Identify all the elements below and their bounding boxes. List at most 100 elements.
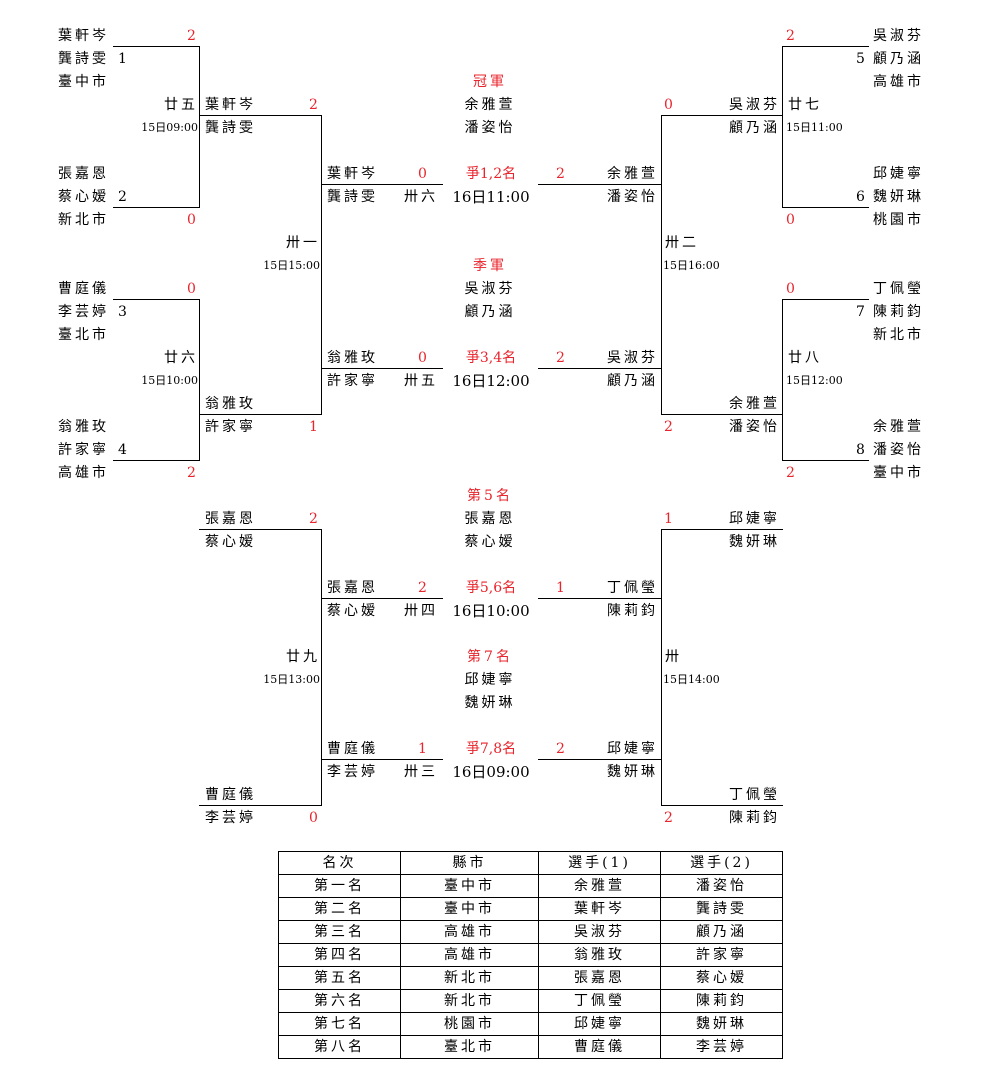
score: 1 bbox=[309, 419, 318, 435]
seed-number: 6 bbox=[856, 189, 865, 205]
player-name: 蔡心嫒 bbox=[205, 534, 256, 550]
match-number: 廿七 bbox=[788, 97, 822, 113]
match-number: 卅三 bbox=[404, 764, 438, 780]
score: 1 bbox=[664, 511, 673, 527]
score: 0 bbox=[664, 97, 673, 113]
header-rank: 名次 bbox=[278, 851, 401, 875]
player-name: 潘姿怡 bbox=[464, 120, 516, 136]
player-name: 曹庭儀 bbox=[327, 741, 378, 757]
city-cell: 桃園市 bbox=[400, 1012, 539, 1036]
player-cell: 蔡心嫒 bbox=[660, 966, 783, 990]
bracket-line bbox=[538, 759, 661, 760]
player-name: 許家寧 bbox=[327, 373, 378, 389]
score: 0 bbox=[187, 281, 196, 297]
bracket-line bbox=[321, 115, 322, 414]
table-row: 第六名新北市丁佩瑩陳莉鈞 bbox=[278, 989, 783, 1013]
player-name: 魏妍琳 bbox=[607, 764, 658, 780]
bracket-line bbox=[321, 598, 443, 599]
city-name: 桃園市 bbox=[873, 212, 924, 228]
bracket-line bbox=[321, 184, 443, 185]
player-name: 潘姿怡 bbox=[873, 442, 924, 458]
bracket-line bbox=[113, 207, 200, 208]
seed-number: 4 bbox=[118, 442, 127, 458]
match-number: 卅 bbox=[665, 649, 682, 665]
match-time: 15日13:00 bbox=[263, 673, 320, 686]
bracket-line bbox=[199, 805, 322, 806]
bracket-line bbox=[661, 529, 662, 805]
player-name: 邱婕寧 bbox=[607, 741, 658, 757]
player-name: 顧乃涵 bbox=[873, 51, 924, 67]
city-name: 臺中市 bbox=[873, 465, 924, 481]
player-cell: 陳莉鈞 bbox=[660, 989, 783, 1013]
player-name: 龔詩雯 bbox=[205, 120, 256, 136]
city-name: 新北市 bbox=[58, 212, 109, 228]
player-name: 李芸婷 bbox=[58, 304, 109, 320]
match-number: 廿六 bbox=[164, 350, 198, 366]
header-city: 縣市 bbox=[400, 851, 539, 875]
player-name: 吳淑芬 bbox=[729, 97, 780, 113]
bracket-line bbox=[782, 460, 869, 461]
bracket-line bbox=[661, 414, 783, 415]
seventh-place-title: 第7名 bbox=[467, 649, 513, 665]
rank-cell: 第三名 bbox=[278, 920, 401, 944]
match-label: 爭7,8名 bbox=[465, 741, 517, 757]
player-name: 顧乃涵 bbox=[464, 304, 516, 320]
match-label: 爭5,6名 bbox=[465, 580, 517, 596]
match-label: 爭1,2名 bbox=[465, 166, 517, 182]
player-name: 丁佩瑩 bbox=[873, 281, 924, 297]
match-number: 廿九 bbox=[286, 649, 320, 665]
player-cell: 余雅萱 bbox=[538, 874, 661, 898]
player-cell: 潘姿怡 bbox=[660, 874, 783, 898]
player-cell: 邱婕寧 bbox=[538, 1012, 661, 1036]
score: 0 bbox=[418, 350, 427, 366]
city-name: 高雄市 bbox=[873, 74, 924, 90]
player-name: 魏妍琳 bbox=[729, 534, 780, 550]
player-cell: 翁雅玫 bbox=[538, 943, 661, 967]
match-time: 16日11:00 bbox=[452, 188, 530, 206]
city-cell: 臺北市 bbox=[400, 1035, 539, 1059]
bracket-line bbox=[538, 598, 661, 599]
player-name: 吳淑芬 bbox=[607, 350, 658, 366]
player-cell: 龔詩雯 bbox=[660, 897, 783, 921]
seed-number: 2 bbox=[118, 189, 127, 205]
score: 0 bbox=[187, 212, 196, 228]
table-row: 第三名高雄市吳淑芬顧乃涵 bbox=[278, 920, 783, 944]
bracket-line bbox=[199, 46, 200, 208]
player-cell: 丁佩瑩 bbox=[538, 989, 661, 1013]
city-cell: 新北市 bbox=[400, 989, 539, 1013]
bracket-line bbox=[538, 184, 661, 185]
player-name: 陳莉鈞 bbox=[607, 603, 658, 619]
rank-cell: 第八名 bbox=[278, 1035, 401, 1059]
table-row: 第二名臺中市葉軒岑龔詩雯 bbox=[278, 897, 783, 921]
fifth-place-title: 第5名 bbox=[467, 488, 513, 504]
player-name: 魏妍琳 bbox=[873, 189, 924, 205]
bracket-line bbox=[782, 299, 783, 461]
city-cell: 高雄市 bbox=[400, 943, 539, 967]
results-table: 名次 縣市 選手(1) 選手(2) 第一名臺中市余雅萱潘姿怡 第二名臺中市葉軒岑… bbox=[278, 851, 783, 1059]
player-name: 余雅萱 bbox=[873, 419, 924, 435]
player-name: 丁佩瑩 bbox=[729, 787, 780, 803]
bracket-line bbox=[199, 529, 322, 530]
player-cell: 顧乃涵 bbox=[660, 920, 783, 944]
bracket-line bbox=[113, 460, 200, 461]
score: 2 bbox=[556, 166, 565, 182]
bracket-line bbox=[113, 299, 200, 300]
score: 1 bbox=[418, 741, 427, 757]
player-name: 翁雅玫 bbox=[327, 350, 378, 366]
player-name: 顧乃涵 bbox=[607, 373, 658, 389]
score: 2 bbox=[556, 350, 565, 366]
player-name: 許家寧 bbox=[205, 419, 256, 435]
player-name: 張嘉恩 bbox=[464, 511, 516, 527]
player-name: 許家寧 bbox=[58, 442, 109, 458]
header-player-2: 選手(2) bbox=[660, 851, 783, 875]
score: 2 bbox=[556, 741, 565, 757]
score: 0 bbox=[786, 281, 795, 297]
player-name: 丁佩瑩 bbox=[607, 580, 658, 596]
bracket-line bbox=[199, 299, 200, 461]
seed-number: 5 bbox=[856, 51, 865, 67]
player-name: 張嘉恩 bbox=[58, 166, 109, 182]
table-header-row: 名次 縣市 選手(1) 選手(2) bbox=[278, 851, 783, 875]
player-name: 陳莉鈞 bbox=[873, 304, 924, 320]
player-name: 余雅萱 bbox=[607, 166, 658, 182]
bracket-line bbox=[782, 207, 869, 208]
